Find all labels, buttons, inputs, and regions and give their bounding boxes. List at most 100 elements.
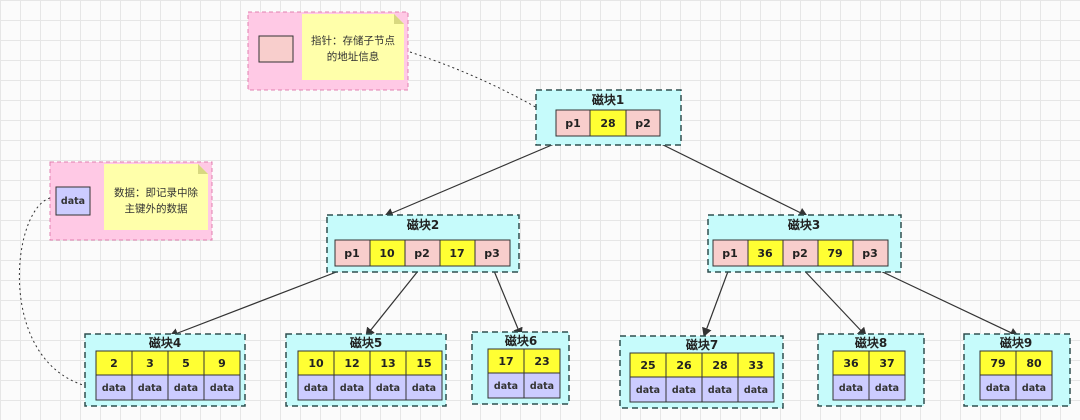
b9-key-1-text: 80 [1026, 357, 1042, 370]
b7-key-2 [701, 352, 739, 378]
b3-cell-p1 [712, 239, 749, 267]
b8-data-1 [868, 374, 906, 401]
block-4-title: 磁块4 [148, 335, 181, 350]
b5-data-3-text: data [412, 383, 436, 394]
block-3-title: 磁块3 [787, 217, 820, 232]
b5-key-3 [405, 350, 443, 376]
block-4: 磁块4 2 3 5 9 data data data data [84, 333, 246, 407]
b3-cell-k2-text: 79 [827, 247, 842, 260]
b7-data-3 [737, 376, 775, 403]
block-7-title: 磁块7 [685, 337, 718, 352]
sticky-fold-icon [394, 14, 404, 24]
b8-data-0-text: data [839, 383, 863, 394]
edge-b3-b9 [869, 265, 1019, 338]
b6-data-1-text: data [530, 381, 554, 392]
b4-data-1 [131, 374, 169, 401]
edge-b3-b7 [702, 265, 731, 337]
b5-data-3 [405, 374, 443, 401]
edge-b1-b3 [644, 135, 808, 217]
b1-cell-p1-text: p1 [565, 117, 581, 130]
data-sample-box [55, 186, 91, 216]
block-5: 磁块5 10 12 13 15 data data data data [285, 333, 447, 407]
block-6: 磁块6 17 23 data data [471, 331, 570, 405]
b6-data-0 [487, 372, 525, 399]
b7-data-1 [665, 376, 703, 403]
sticky-note-icon [302, 14, 404, 80]
b2-cell-k1 [369, 239, 406, 267]
b7-data-3-text: data [744, 385, 768, 396]
b7-key-2-text: 28 [712, 359, 727, 372]
block-9-title: 磁块9 [999, 335, 1032, 350]
block-6-title: 磁块6 [504, 333, 537, 348]
b5-data-2-text: data [376, 383, 400, 394]
b7-data-2-text: data [708, 385, 732, 396]
b8-key-0 [832, 350, 870, 376]
b4-key-2-text: 5 [182, 357, 190, 370]
b2-cell-k2 [439, 239, 476, 267]
b1-cell-key [589, 109, 627, 137]
b9-data-1-text: data [1022, 383, 1046, 394]
legend-pointer-note-line2: 的地址信息 [327, 50, 380, 63]
b4-data-2-text: data [174, 383, 198, 394]
b7-key-3-text: 33 [748, 359, 763, 372]
b3-cell-p1-text: p1 [722, 247, 738, 260]
b5-data-1-text: data [340, 383, 364, 394]
b7-key-1-text: 26 [676, 359, 692, 372]
b3-cell-p3-text: p3 [862, 247, 878, 260]
b9-data-0 [979, 374, 1017, 401]
sticky-fold-icon [198, 164, 208, 174]
block-9: 磁块9 79 80 data data [963, 333, 1071, 407]
b8-data-0 [832, 374, 870, 401]
b5-key-1-text: 12 [344, 357, 359, 370]
edge-b3-b8 [799, 265, 867, 337]
b8-key-0-text: 36 [843, 357, 859, 370]
b7-data-1-text: data [672, 385, 696, 396]
b7-key-0 [629, 352, 667, 378]
legend-data-note-line1: 数据：即记录中除 [114, 186, 198, 199]
b5-data-0-text: data [304, 383, 328, 394]
b3-cell-k1-text: 36 [757, 247, 773, 260]
b4-data-1-text: data [138, 383, 162, 394]
b4-key-1 [131, 350, 169, 376]
legend-data-note-line2: 主键外的数据 [125, 202, 188, 215]
block-3: 磁块3 p1 36 p2 79 p3 [707, 214, 902, 273]
block-2: 磁块2 p1 10 p2 17 p3 [326, 214, 520, 273]
b8-data-1-text: data [875, 383, 899, 394]
b4-key-1-text: 3 [146, 357, 154, 370]
b4-data-0-text: data [102, 383, 126, 394]
b7-key-0-text: 25 [640, 359, 655, 372]
block-7: 磁块7 25 26 28 33 data data data data [619, 335, 784, 409]
block-8: 磁块8 36 37 data data [817, 333, 925, 407]
block-5-title: 磁块5 [349, 335, 382, 350]
pointer-legend-connector [409, 51, 556, 119]
block-8-title: 磁块8 [854, 335, 887, 350]
b6-key-1 [523, 348, 561, 374]
b6-data-0-text: data [494, 381, 518, 392]
block-2-title: 磁块2 [406, 217, 439, 232]
b1-cell-p2-text: p2 [635, 117, 651, 130]
legend-pointer-note-line1: 指针：存储子节点 [311, 34, 395, 47]
b6-key-1-text: 23 [534, 355, 549, 368]
block-1-title: 磁块1 [591, 92, 624, 107]
b5-key-0-text: 10 [308, 357, 324, 370]
b7-data-0 [629, 376, 667, 403]
b4-key-2 [167, 350, 205, 376]
b8-key-1-text: 37 [879, 357, 894, 370]
b2-cell-p3 [474, 239, 511, 267]
b2-cell-k2-text: 17 [449, 247, 464, 260]
sticky-note-icon [104, 164, 208, 230]
b1-cell-key-text: 28 [600, 117, 615, 130]
b6-data-1 [523, 372, 561, 399]
legend-pointer: 指针：存储子节点 的地址信息 [247, 11, 409, 91]
b4-key-0-text: 2 [110, 357, 118, 370]
b7-key-3 [737, 352, 775, 378]
data-sample-label: data [61, 196, 85, 207]
b9-key-1 [1015, 350, 1053, 376]
pointer-sample-icon [258, 35, 294, 63]
b3-cell-p3 [852, 239, 889, 267]
b9-key-0-text: 79 [990, 357, 1005, 370]
b4-data-0 [95, 374, 133, 401]
b7-data-0-text: data [636, 385, 660, 396]
b3-cell-k2 [817, 239, 854, 267]
